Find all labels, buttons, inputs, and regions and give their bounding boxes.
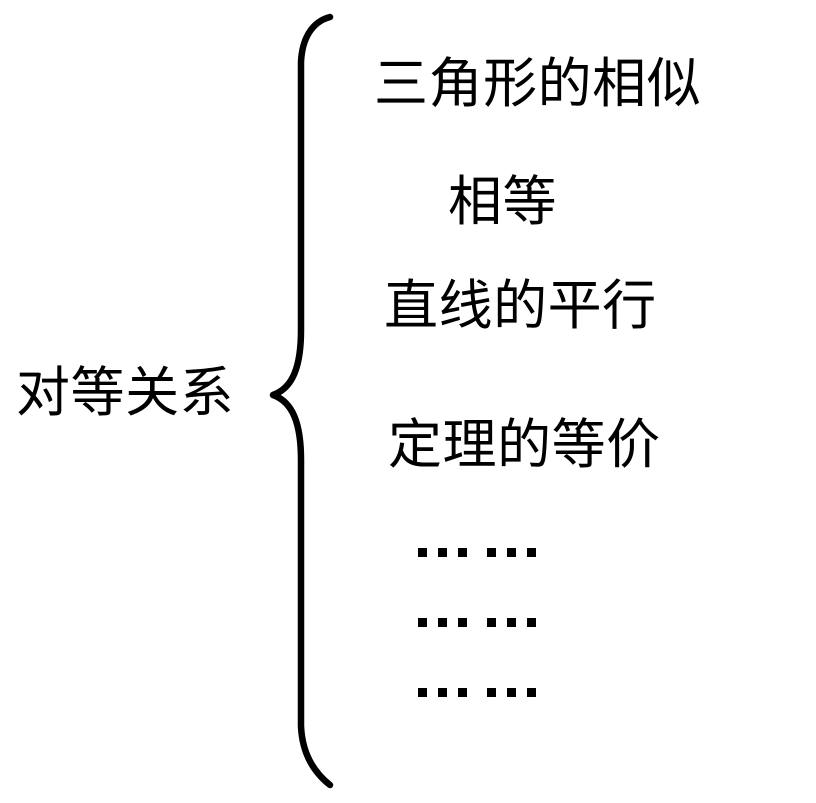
ellipsis-dot xyxy=(527,547,536,557)
ellipsis-dot xyxy=(487,687,496,697)
ellipsis-dot xyxy=(527,687,536,697)
ellipsis-dot xyxy=(438,547,447,557)
ellipsis-dot xyxy=(458,617,467,627)
ellipsis-dot xyxy=(507,547,516,557)
ellipsis-dot xyxy=(438,617,447,627)
item-label-3: 定理的等价 xyxy=(388,413,661,476)
item-label-2: 直线的平行 xyxy=(384,274,657,337)
ellipsis-dot xyxy=(458,547,467,557)
ellipsis-dot xyxy=(418,547,427,557)
ellipsis-dot xyxy=(507,617,516,627)
group-label: 对等关系 xyxy=(16,361,235,424)
ellipsis-dot xyxy=(527,617,536,627)
ellipsis-row-2 xyxy=(418,687,536,697)
ellipsis-dot xyxy=(487,617,496,627)
ellipsis-row-1 xyxy=(418,617,536,627)
curly-brace-icon xyxy=(269,13,334,789)
item-label-0: 三角形的相似 xyxy=(374,52,702,115)
ellipsis-dot xyxy=(438,687,447,697)
ellipsis-dot xyxy=(487,547,496,557)
ellipsis-dot xyxy=(418,687,427,697)
ellipsis-dot xyxy=(458,687,467,697)
ellipsis-dot xyxy=(507,687,516,697)
ellipsis-row-0 xyxy=(418,547,536,557)
item-label-1: 相等 xyxy=(448,170,558,233)
ellipsis-dot xyxy=(418,617,427,627)
